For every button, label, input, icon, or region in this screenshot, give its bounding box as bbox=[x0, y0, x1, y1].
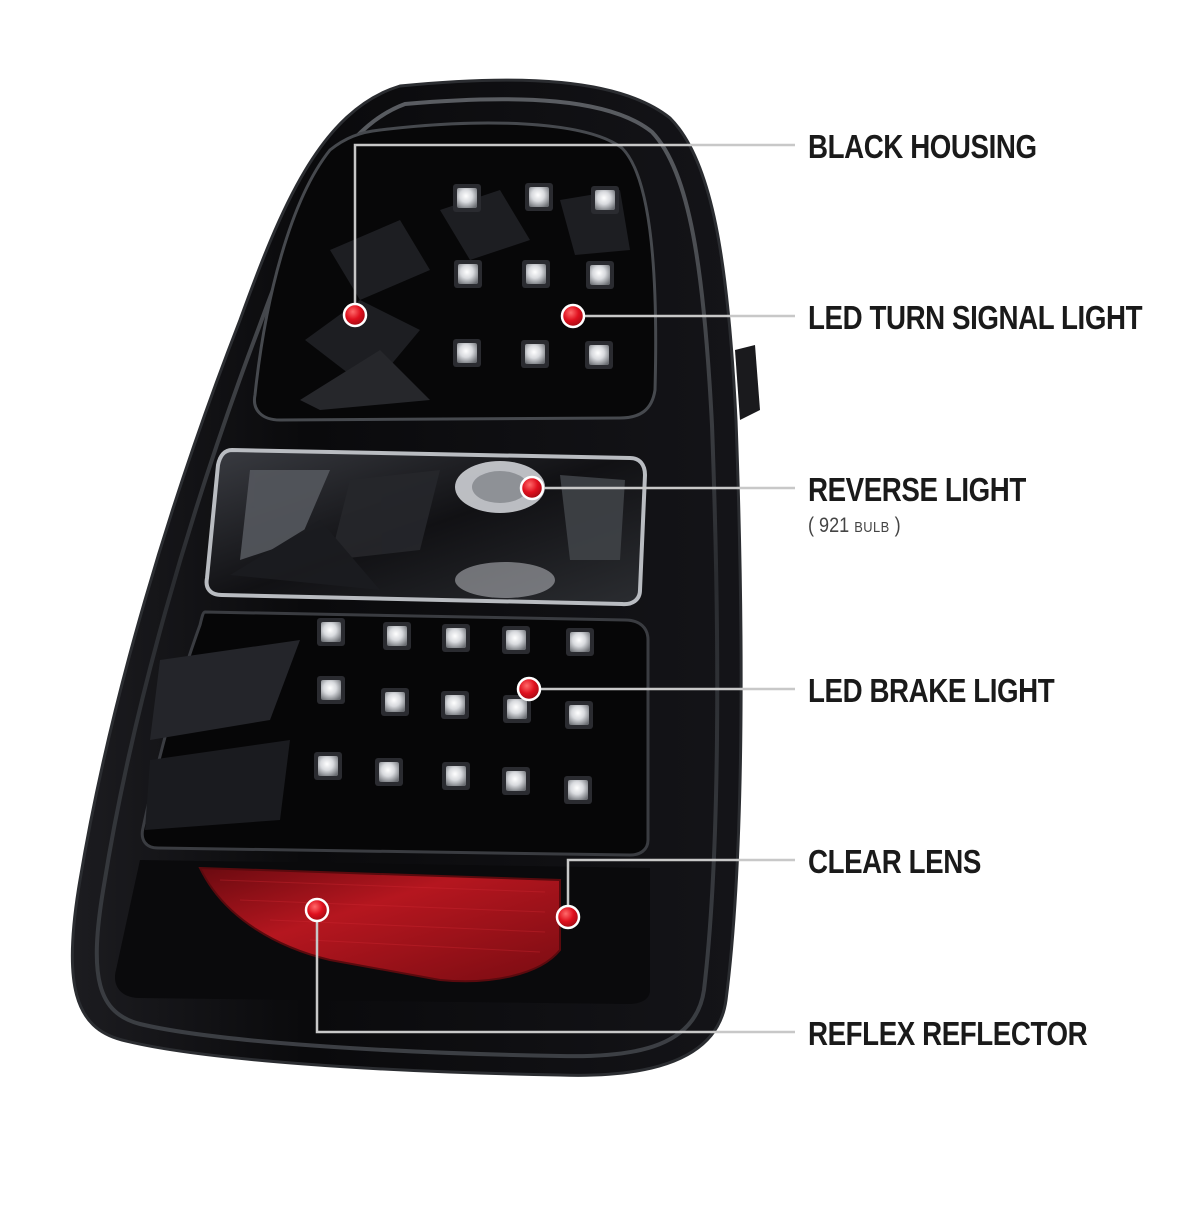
marker-housing bbox=[342, 302, 368, 328]
marker-brake bbox=[516, 676, 542, 702]
leader-line-housing bbox=[353, 143, 795, 315]
callout-markers bbox=[304, 302, 586, 930]
housing-rim bbox=[94, 97, 720, 1059]
led-array bbox=[314, 183, 619, 804]
callout-label-reflector: REFLEX REFLECTOR bbox=[808, 1015, 1088, 1052]
detail-bulb-unit: BULB bbox=[854, 519, 890, 536]
led-chip-7 bbox=[525, 344, 545, 364]
reverse-facets bbox=[230, 470, 625, 590]
led-chip-0 bbox=[457, 188, 477, 208]
leader-line-lens bbox=[566, 858, 795, 917]
led-chip-4 bbox=[526, 264, 546, 284]
callout-label-turn-signal: LED TURN SIGNAL LIGHT bbox=[808, 299, 1143, 336]
led-chip-12 bbox=[506, 630, 526, 650]
led-chip-21 bbox=[446, 766, 466, 786]
detail-bulb-number: 921 bbox=[819, 514, 850, 537]
reflex-reflector-shape bbox=[198, 866, 561, 983]
led-chip-23 bbox=[568, 780, 588, 800]
callout-label-reverse: REVERSE LIGHT bbox=[808, 471, 1026, 508]
callout-label-brake: LED BRAKE LIGHT bbox=[808, 672, 1055, 709]
marker-lens bbox=[555, 904, 581, 930]
callout-label-lens: CLEAR LENS bbox=[808, 843, 981, 880]
led-chip-9 bbox=[321, 622, 341, 642]
marker-reflector bbox=[304, 897, 330, 923]
marker-reverse bbox=[519, 475, 545, 501]
led-chip-14 bbox=[321, 680, 341, 700]
led-chip-19 bbox=[318, 756, 338, 776]
leader-line-reflector bbox=[315, 910, 795, 1034]
brake-facets bbox=[145, 640, 300, 830]
led-chip-2 bbox=[595, 190, 615, 210]
detail-close-paren: ) bbox=[894, 514, 901, 537]
reverse-bulb-reflection bbox=[455, 562, 555, 598]
led-chip-11 bbox=[446, 628, 466, 648]
led-chip-18 bbox=[569, 705, 589, 725]
leader-lines bbox=[315, 143, 795, 1034]
led-chip-10 bbox=[387, 626, 407, 646]
marker-turn-signal bbox=[560, 303, 586, 329]
led-chip-20 bbox=[379, 762, 399, 782]
callout-label-housing: BLACK HOUSING bbox=[808, 128, 1037, 165]
led-chip-16 bbox=[445, 695, 465, 715]
led-chip-3 bbox=[458, 264, 478, 284]
callout-detail-reverse: ( 921 BULB ) bbox=[808, 515, 901, 536]
led-chip-17 bbox=[507, 699, 527, 719]
mounting-tab-upper bbox=[735, 345, 760, 420]
led-chip-1 bbox=[529, 187, 549, 207]
led-chip-5 bbox=[590, 265, 610, 285]
led-chip-13 bbox=[570, 632, 590, 652]
led-chip-15 bbox=[385, 692, 405, 712]
detail-open-paren: ( bbox=[808, 514, 815, 537]
led-chip-6 bbox=[457, 343, 477, 363]
led-chip-22 bbox=[506, 771, 526, 791]
led-chip-8 bbox=[589, 345, 609, 365]
